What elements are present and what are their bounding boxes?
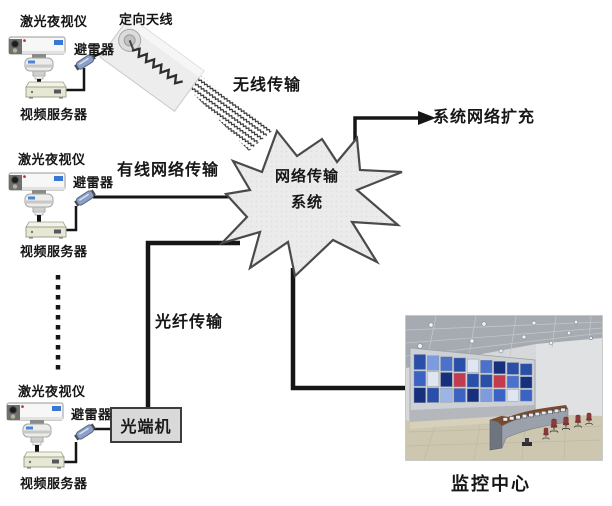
- station3-server-label: 视频服务器: [20, 476, 88, 491]
- network-hub-star: [218, 128, 403, 279]
- video-server-icon: [23, 451, 65, 470]
- optical-terminal-label: 光端机: [120, 419, 172, 436]
- station2-camera-label: 激光夜视仪: [18, 152, 86, 167]
- wired-link-label: 有线网络传输: [117, 162, 220, 179]
- wireless-beam: [173, 64, 272, 151]
- chairs: [542, 412, 593, 440]
- station1-camera-label: 激光夜视仪: [20, 14, 88, 29]
- lightning-arrester-icon: [72, 421, 98, 443]
- antenna-label: 定向天线: [119, 12, 174, 27]
- wireless-link-label: 无线传输: [233, 77, 302, 94]
- station1-server-label: 视频服务器: [20, 107, 88, 122]
- hub-label-line2: 系统: [290, 194, 323, 211]
- cables: [52, 47, 418, 464]
- monitoring-center-label: 监控中心: [451, 474, 531, 494]
- station2-server-label: 视频服务器: [20, 244, 88, 259]
- video-server-icon: [25, 221, 67, 240]
- video-server-icon: [25, 81, 67, 100]
- lightning-arrester-icon: [72, 187, 98, 209]
- monitoring-room-photo: [405, 315, 603, 461]
- hub-label-line1: 网络传输: [274, 168, 339, 185]
- monitoring-room-graphic: [405, 315, 603, 461]
- fiber-line: [145, 240, 240, 408]
- hub-to-center-line: [290, 268, 406, 391]
- optical-terminal-box: 光端机: [110, 407, 182, 443]
- station2-arrester-label: 避雷器: [73, 175, 114, 190]
- expansion-label: 系统网络扩充: [433, 109, 536, 126]
- ceiling-lights: [417, 319, 593, 362]
- console-desk: [489, 405, 569, 451]
- station3-arrester-label: 避雷器: [71, 407, 112, 422]
- expansion-arrowhead: [418, 111, 436, 125]
- fiber-link-label: 光纤传输: [155, 314, 224, 331]
- station1-arrester-label: 避雷器: [74, 42, 115, 57]
- directional-antenna-icon: [99, 16, 205, 112]
- video-wall-screens: [413, 354, 533, 403]
- expansion-line: [353, 116, 418, 150]
- station3-camera-label: 激光夜视仪: [18, 384, 86, 399]
